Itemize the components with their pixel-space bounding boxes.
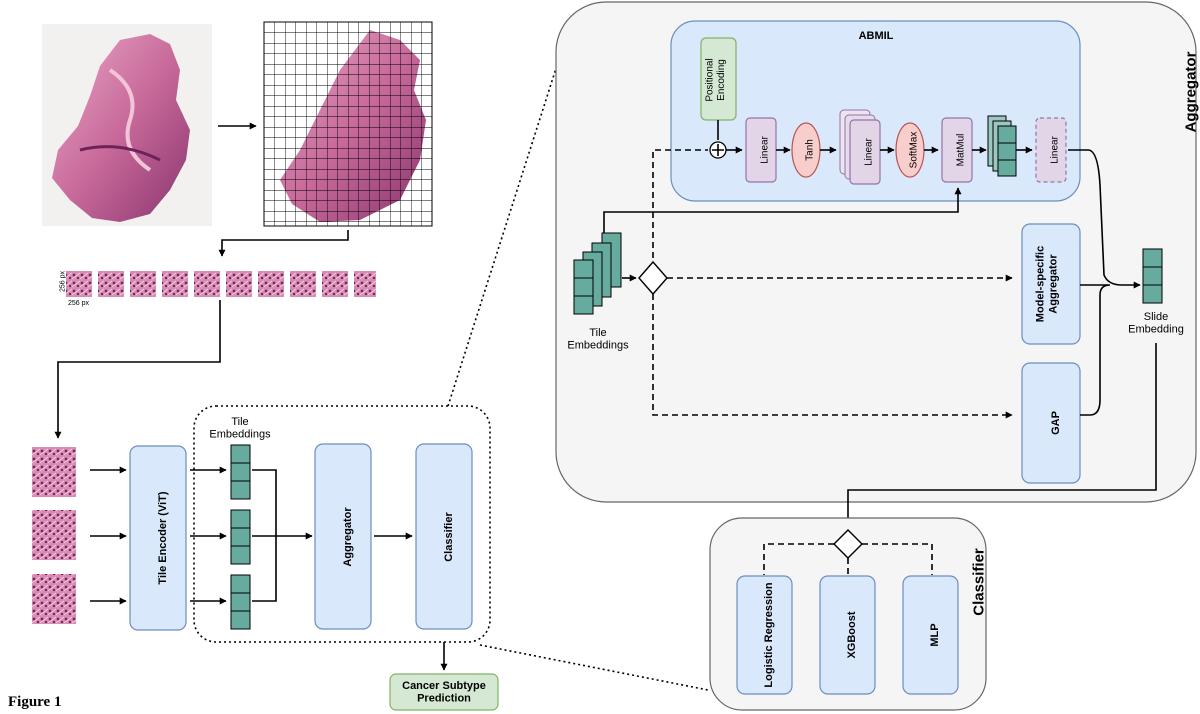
- positional-encoding-label: PositionalEncoding: [704, 58, 727, 101]
- linear-label-2: Linear: [864, 137, 875, 165]
- tile-strip: [66, 271, 376, 297]
- slide-embedding-vector: [1142, 248, 1163, 304]
- abmil-title: ABMIL: [859, 30, 894, 42]
- panel-tile-embeddings-stack: [573, 232, 622, 315]
- tile-width-label: 256 px: [68, 300, 90, 307]
- mlp-box: [902, 575, 959, 695]
- aggregator-box: [314, 443, 372, 630]
- gap-box: [1021, 362, 1081, 484]
- model-specific-aggregator-box: [1021, 223, 1081, 345]
- classifier-panel-title: Classifier: [970, 548, 987, 616]
- matmul-label: MatMul: [956, 134, 967, 167]
- logistic-regression-box: [736, 575, 793, 695]
- tile-encoder-label: Tile Encoder (ViT): [157, 491, 169, 584]
- linear-label-3: Linear: [1050, 135, 1061, 163]
- classifier-box: [415, 443, 473, 630]
- embedding-vector-3: [230, 574, 251, 630]
- aggregator-label: Aggregator: [342, 507, 354, 567]
- linear-label-1: Linear: [760, 135, 771, 163]
- zoom-line-aggregator: [447, 55, 561, 407]
- classifier-label: Classifier: [443, 512, 455, 562]
- softmax-label: SoftMax: [909, 132, 920, 169]
- tile-height-label: 256 px: [59, 270, 66, 292]
- embedding-vector-1: [230, 444, 251, 500]
- gridded-slide-image: [263, 21, 433, 227]
- xgboost-label: XGBoost: [846, 611, 858, 658]
- model-specific-aggregator-label: Model-specificAggregator: [1035, 246, 1060, 322]
- linear-stack: [839, 109, 881, 185]
- pipeline-dotted-frame: [193, 405, 491, 643]
- prediction-box: [389, 673, 499, 711]
- tile-image-1: [32, 447, 76, 497]
- figure-label: Figure 1: [8, 694, 61, 710]
- attention-output-stack: [987, 115, 1017, 177]
- embedding-vector-2: [230, 509, 251, 565]
- zoom-line-classifier: [479, 644, 709, 691]
- tile-image-2: [32, 510, 76, 560]
- linear-box-3: [1035, 117, 1067, 183]
- logistic-regression-label: Logistic Regression: [763, 582, 775, 687]
- tile-image-3: [32, 574, 76, 624]
- whole-slide-image: [42, 24, 212, 226]
- mlp-label: MLP: [929, 623, 941, 646]
- tile-encoder-box: [129, 445, 187, 631]
- tanh-label: Tanh: [805, 139, 816, 161]
- aggregator-panel-title: Aggregator: [1182, 51, 1199, 132]
- gap-label: GAP: [1050, 411, 1062, 435]
- xgboost-box: [819, 575, 876, 695]
